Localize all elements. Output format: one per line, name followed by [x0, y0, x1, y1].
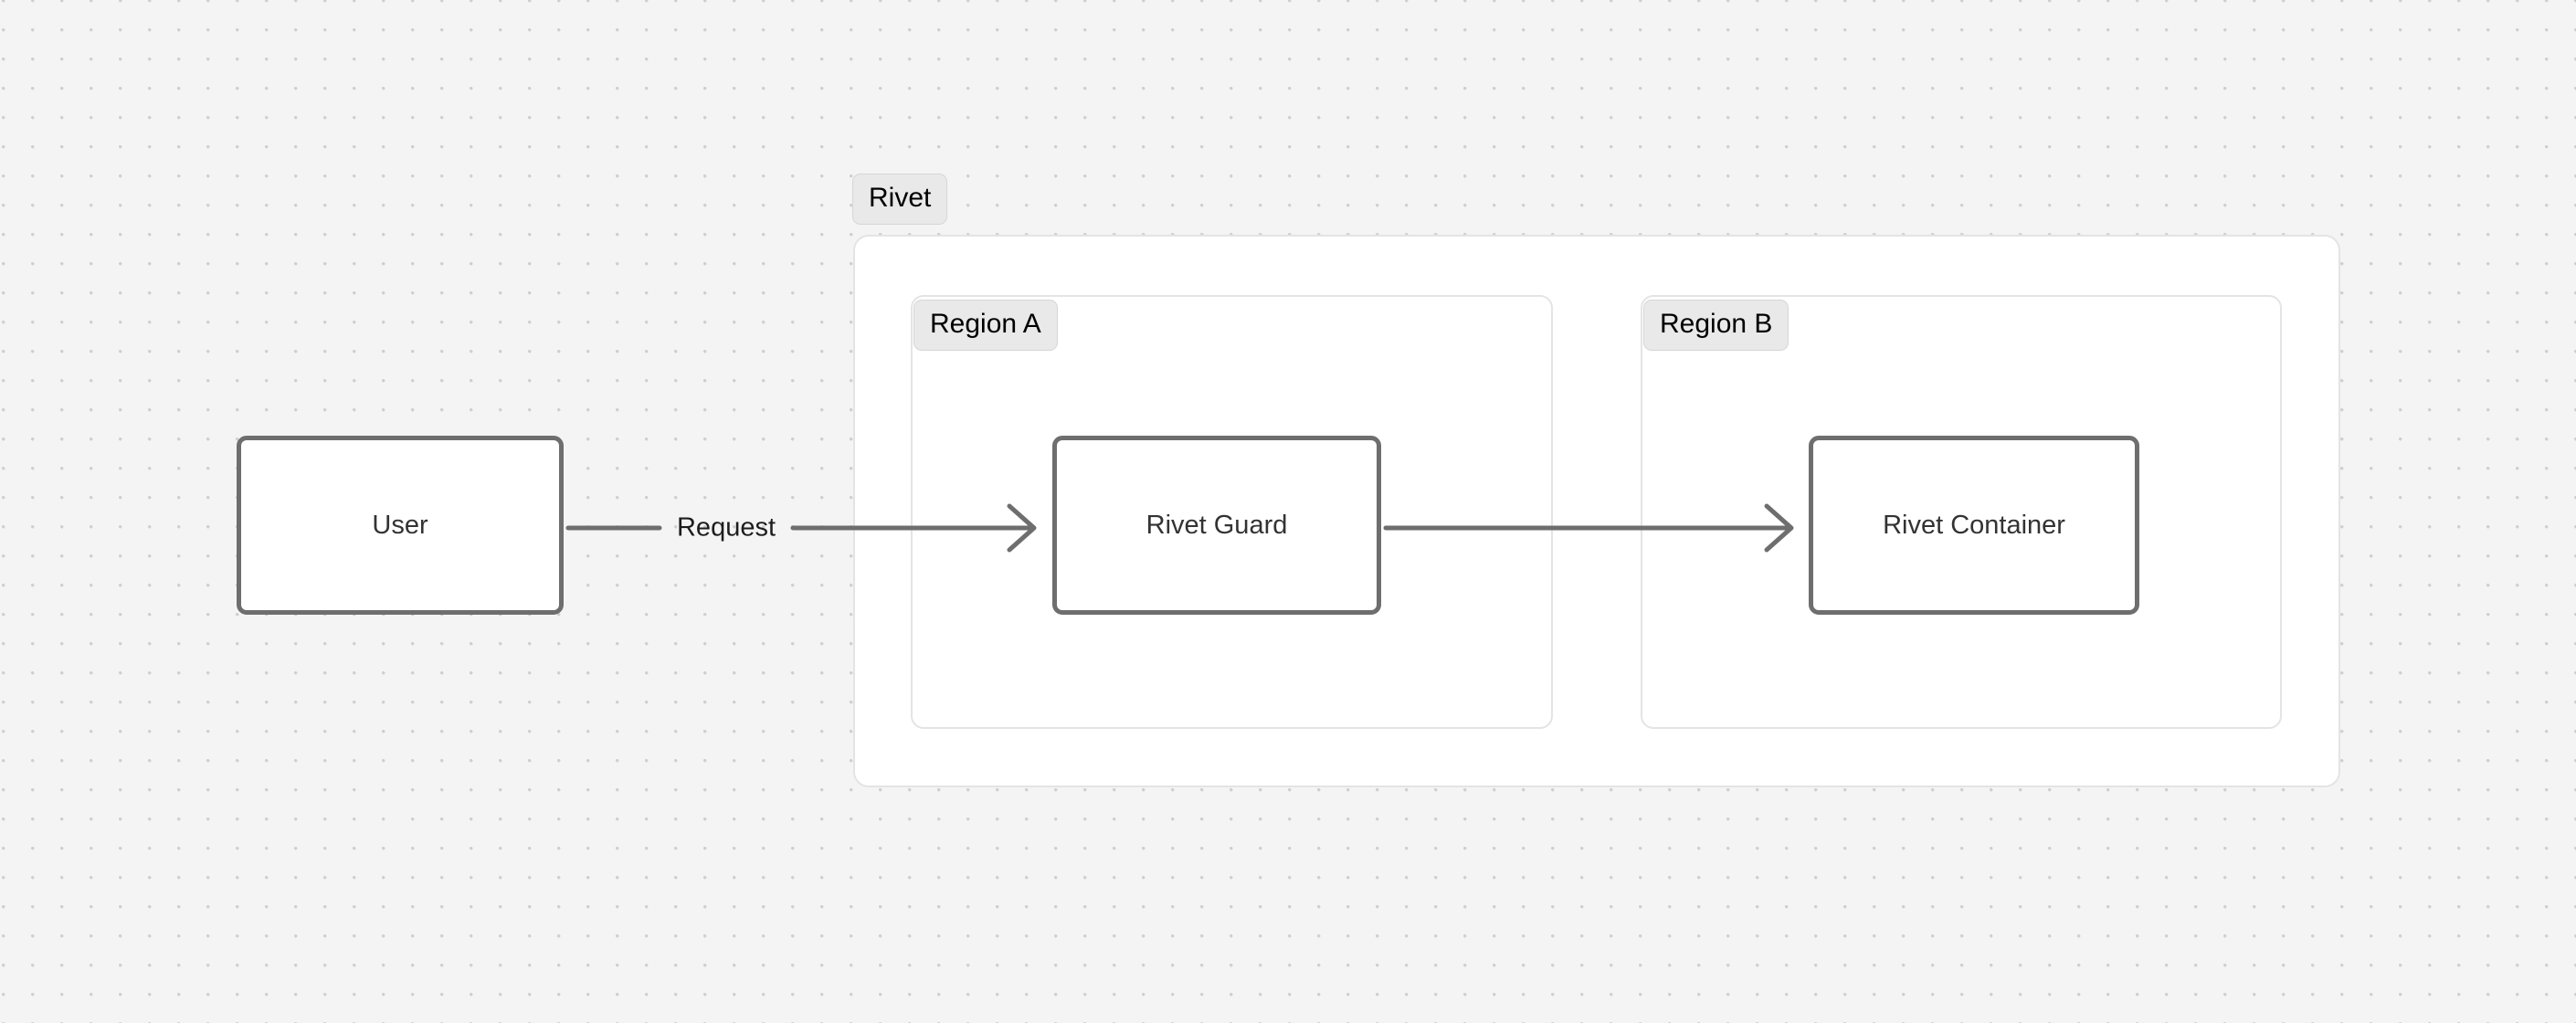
node-label-user: User	[372, 510, 428, 540]
edge-label-request: Request	[676, 512, 776, 543]
cluster-label-region-b[interactable]: Region B	[1643, 300, 1789, 351]
node-user[interactable]: User	[237, 436, 564, 615]
cluster-label-region-a[interactable]: Region A	[913, 300, 1058, 351]
node-rivet-guard[interactable]: Rivet Guard	[1052, 436, 1381, 615]
cluster-label-rivet[interactable]: Rivet	[852, 174, 948, 225]
node-label-rivet-guard: Rivet Guard	[1145, 510, 1288, 540]
node-rivet-container[interactable]: Rivet Container	[1809, 436, 2139, 615]
node-label-rivet-container: Rivet Container	[1883, 510, 2065, 540]
